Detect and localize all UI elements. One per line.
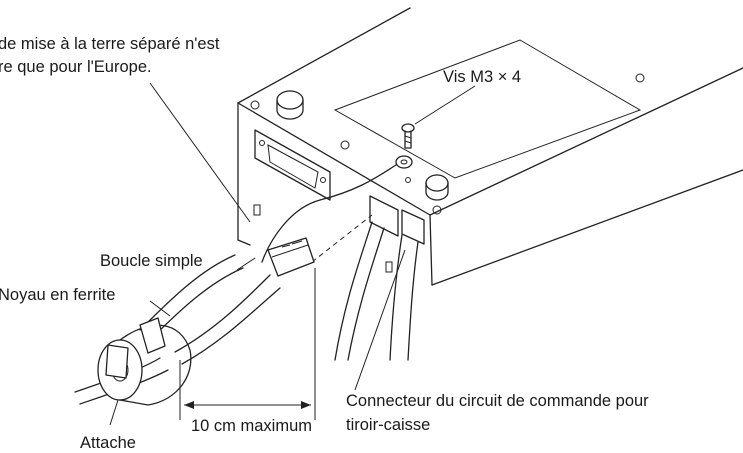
connector-label-line1: Connecteur du circuit de commande pour bbox=[346, 392, 649, 410]
ferrite-core-icon bbox=[97, 317, 192, 406]
leader-lines bbox=[109, 82, 476, 426]
single-loop-label: Boucle simple bbox=[100, 252, 203, 270]
insertion-guide bbox=[311, 214, 373, 263]
ferrite-core-label: Noyau en ferrite bbox=[0, 286, 115, 304]
ground-note-line1: de mise à la terre séparé n'est bbox=[0, 35, 220, 53]
ground-note-line2: re que pour l'Europe. bbox=[0, 58, 152, 76]
distance-dimension bbox=[179, 268, 316, 420]
connector-label-line2: tiroir-caisse bbox=[346, 416, 430, 434]
ground-wire bbox=[261, 164, 397, 263]
drawer-cables bbox=[334, 221, 419, 361]
tie-label: Attache bbox=[80, 434, 136, 452]
screw-label: Vis M3 × 4 bbox=[443, 68, 521, 86]
screw-icon bbox=[395, 123, 415, 169]
distance-label: 10 cm maximum bbox=[191, 417, 312, 435]
printer-body bbox=[237, 7, 743, 286]
